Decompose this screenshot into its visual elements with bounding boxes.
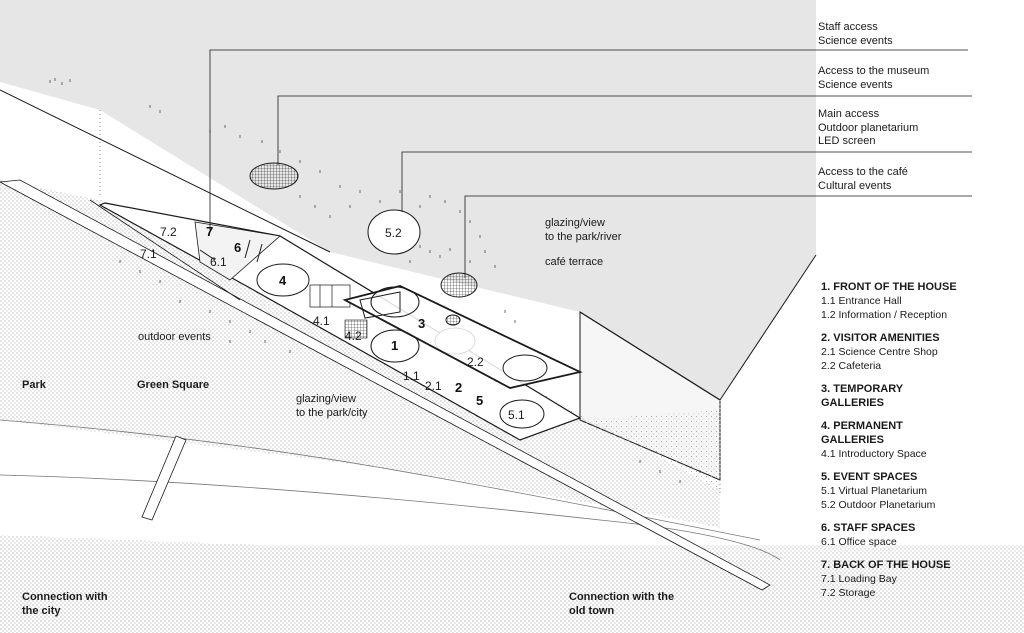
num-7: 7: [206, 224, 213, 239]
leader-lines: [209, 49, 972, 278]
legend-title: 1. FRONT OF THE HOUSE: [821, 281, 957, 293]
label-green-square: Green Square: [137, 379, 209, 391]
num-7-1: 7.1: [140, 247, 157, 261]
num-1: 1: [391, 338, 398, 353]
label-cafe-terrace: café terrace: [545, 256, 603, 268]
skylight-staff: [249, 162, 299, 190]
access-label-cafe: Access to the café Cultural events: [818, 166, 908, 192]
num-3: 3: [418, 316, 425, 331]
legend-group-visitor-amenities: 2. VISITOR AMENITIES 2.1 Science Centre …: [821, 331, 1021, 373]
label-glazing-river: glazing/view: [545, 217, 605, 229]
legend-item: 1.1 Entrance Hall: [821, 295, 902, 307]
legend-item: 7.1 Loading Bay: [821, 573, 897, 585]
legend-title: 7. BACK OF THE HOUSE: [821, 559, 951, 571]
num-4: 4: [279, 273, 287, 288]
label-glazing-city-2: to the park/city: [296, 407, 368, 419]
legend-group-temporary-galleries: 3. TEMPORARY GALLERIES: [821, 382, 1021, 410]
legend-title: 3. TEMPORARY GALLERIES: [821, 383, 904, 409]
legend: 1. FRONT OF THE HOUSE 1.1 Entrance Hall …: [821, 280, 1021, 609]
access-label-staff: Staff access Science events: [818, 21, 893, 47]
num-2-1: 2.1: [425, 379, 442, 393]
num-5-1: 5.1: [508, 408, 525, 422]
legend-item: 4.1 Introductory Space: [821, 448, 927, 460]
walkway: [0, 179, 771, 591]
legend-group-event-spaces: 5. EVENT SPACES 5.1 Virtual Planetarium …: [821, 470, 1021, 512]
num-5-2: 5.2: [385, 226, 402, 240]
roof-surface: [0, 0, 816, 400]
num-4-1: 4.1: [313, 314, 330, 328]
legend-item: 7.2 Storage: [821, 587, 876, 599]
label-connection-city-1: Connection with: [22, 591, 108, 603]
legend-group-front-of-house: 1. FRONT OF THE HOUSE 1.1 Entrance Hall …: [821, 280, 1021, 322]
legend-group-back-of-house: 7. BACK OF THE HOUSE 7.1 Loading Bay 7.2…: [821, 558, 1021, 600]
num-6: 6: [234, 240, 241, 255]
label-connection-city-2: the city: [22, 605, 61, 617]
outdoor-planetarium: [367, 209, 421, 255]
num-1-1: 1.1: [403, 369, 420, 383]
legend-title: 4. PERMANENT GALLERIES: [821, 420, 903, 446]
legend-item: 5.2 Outdoor Planetarium: [821, 499, 936, 511]
label-connection-old-1: Connection with the: [569, 591, 674, 603]
legend-group-permanent-galleries: 4. PERMANENT GALLERIES 4.1 Introductory …: [821, 419, 1021, 461]
skylight-cafe: [440, 272, 478, 298]
legend-group-staff-spaces: 6. STAFF SPACES 6.1 Office space: [821, 521, 1021, 549]
num-4-2: 4.2: [345, 329, 362, 343]
label-connection-old-2: old town: [569, 605, 614, 617]
num-6-1: 6.1: [210, 255, 227, 269]
legend-item: 5.1 Virtual Planetarium: [821, 485, 928, 497]
label-glazing-city: glazing/view: [296, 393, 356, 405]
access-label-main: Main access Outdoor planetarium LED scre…: [818, 108, 919, 147]
label-park: Park: [22, 379, 47, 391]
legend-title: 6. STAFF SPACES: [821, 522, 916, 534]
num-7-2: 7.2: [160, 225, 177, 239]
legend-item: 6.1 Office space: [821, 536, 897, 548]
legend-item: 2.1 Science Centre Shop: [821, 346, 938, 358]
legend-item: 2.2 Cafeteria: [821, 360, 882, 372]
label-glazing-river-2: to the park/river: [545, 231, 622, 243]
num-2: 2: [455, 380, 462, 395]
legend-item: 1.2 Information / Reception: [821, 309, 948, 321]
river-bank: [0, 420, 760, 545]
people-marks: [49, 78, 701, 483]
num-2-2: 2.2: [467, 355, 484, 369]
num-5: 5: [476, 393, 483, 408]
legend-title: 5. EVENT SPACES: [821, 471, 918, 483]
access-label-museum: Access to the museum Science events: [818, 65, 930, 91]
legend-title: 2. VISITOR AMENITIES: [821, 332, 940, 344]
label-outdoor-events: outdoor events: [138, 331, 211, 343]
